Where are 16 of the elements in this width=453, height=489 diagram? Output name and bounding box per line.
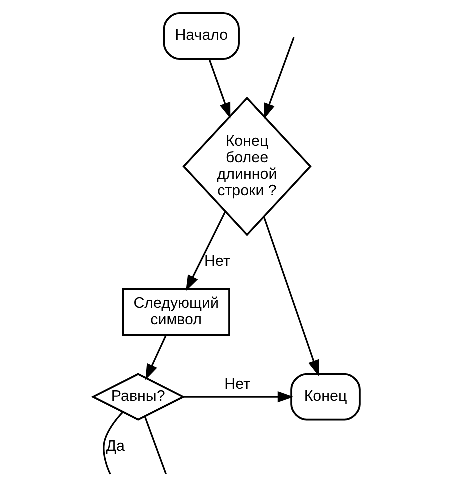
edge-label: Нет bbox=[224, 376, 251, 393]
connector bbox=[103, 412, 124, 475]
node-diamond: Равны? bbox=[91, 373, 186, 421]
arrow bbox=[264, 37, 295, 120]
arrow bbox=[184, 391, 294, 403]
arrow bbox=[208, 58, 231, 119]
node-diamond: Конец более длинной строки ? bbox=[182, 96, 312, 236]
edge-label: Нет bbox=[204, 253, 230, 270]
arrow bbox=[146, 334, 168, 380]
arrow bbox=[186, 212, 226, 292]
connector bbox=[144, 416, 167, 474]
edge-label: Да bbox=[106, 438, 125, 456]
node-box: Следующий символ bbox=[122, 288, 230, 336]
node-box: Конец bbox=[290, 373, 361, 421]
arrow bbox=[264, 217, 320, 376]
node-box: Начало bbox=[163, 12, 240, 60]
